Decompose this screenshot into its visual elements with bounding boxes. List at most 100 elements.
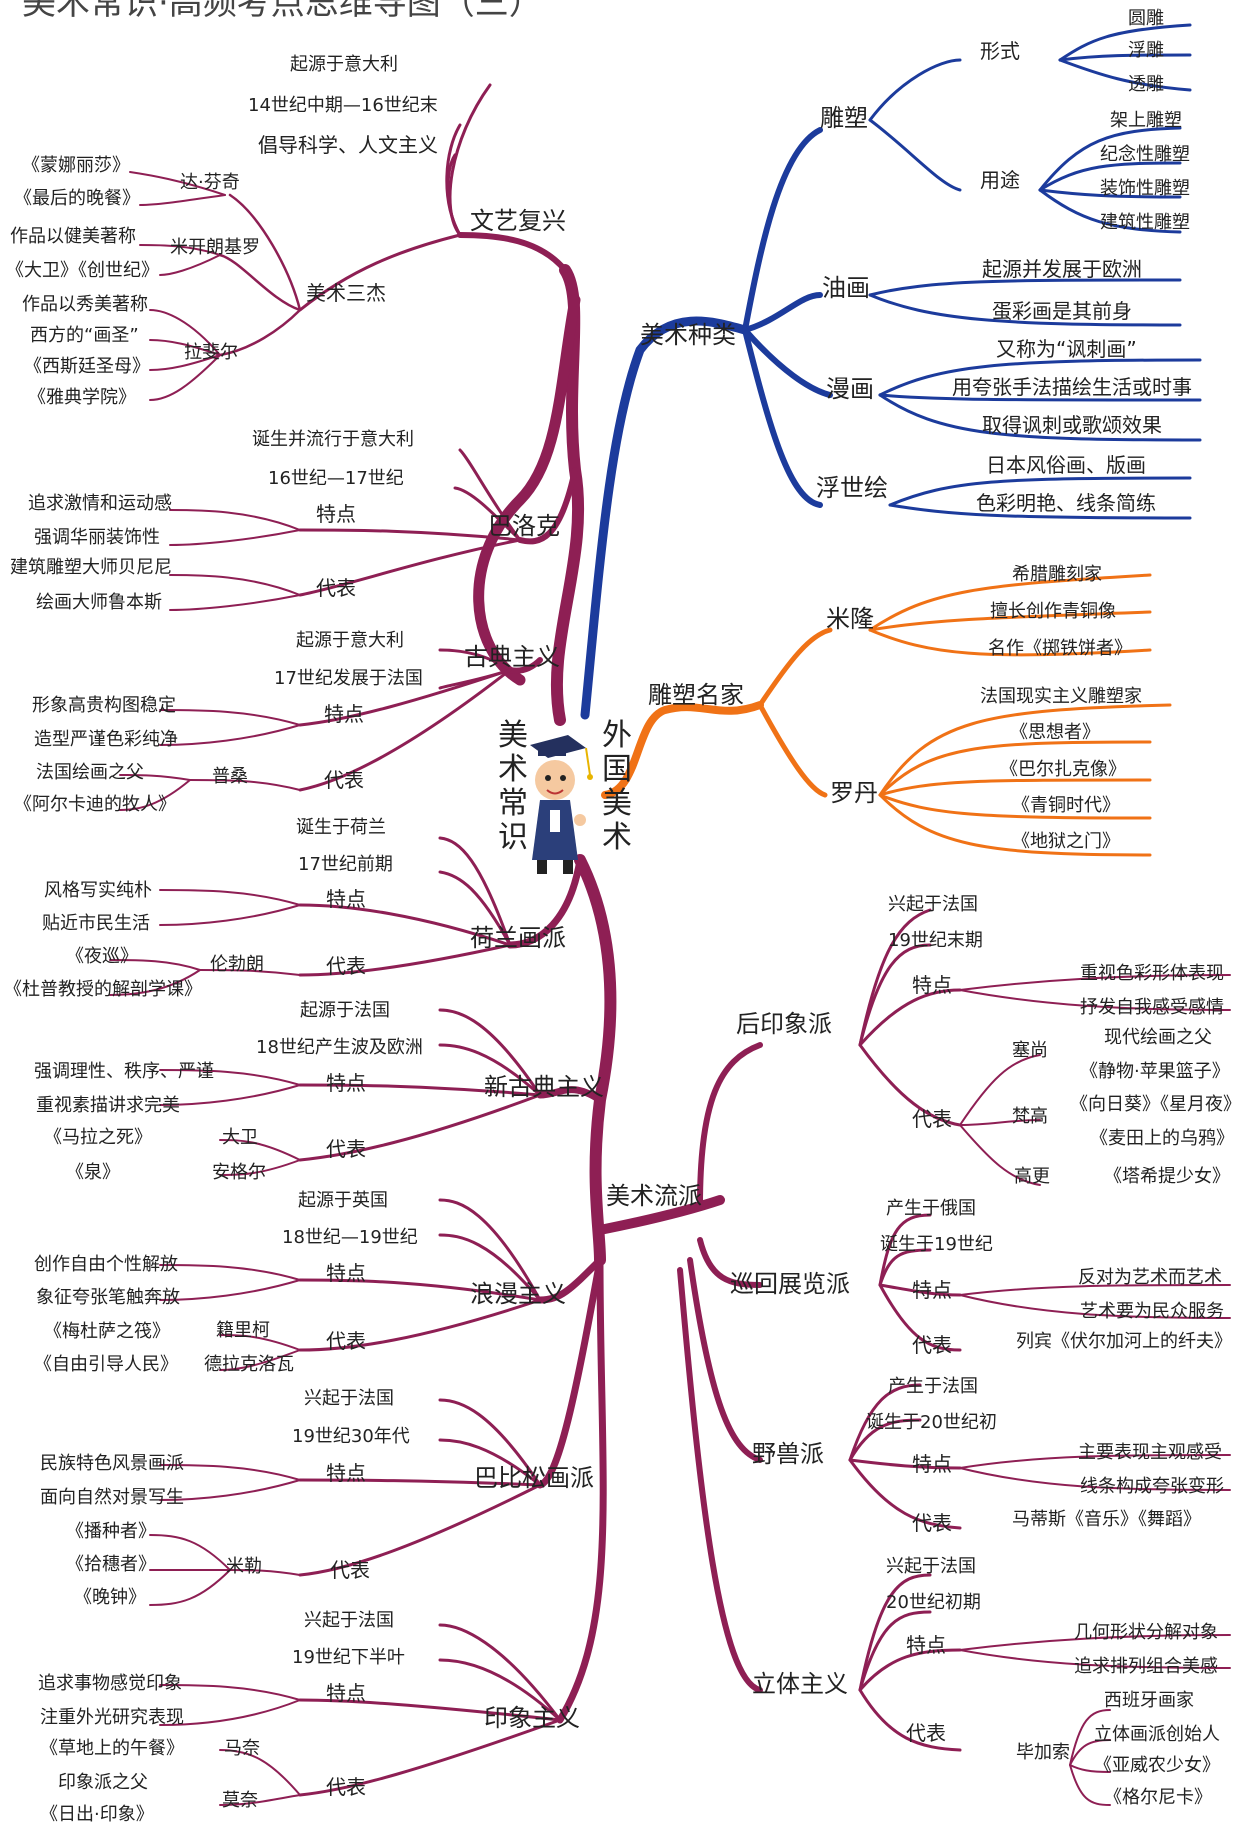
cubism-feat-2: 追求排列组合美感: [1074, 1656, 1218, 1677]
page-title: 美术常识·高频考点思维导图（三）: [22, 0, 543, 23]
labels-sculptors: 雕塑名家 米隆 希腊雕刻家 擅长创作青铜像 名作《掷铁饼者》 罗丹 法国现实主义…: [648, 564, 1142, 852]
davinci-work-1: 《蒙娜丽莎》: [22, 155, 130, 176]
barbizon-work-2: 《拾穗者》: [66, 1554, 156, 1575]
raphael-name: 拉斐尔: [184, 342, 238, 363]
node-classicism: 古典主义: [464, 643, 560, 671]
renaissance-group: 美术三杰: [306, 281, 386, 305]
ukiyo-item-2: 色彩明艳、线条简练: [976, 491, 1156, 515]
neoclassicism-feat-label: 特点: [326, 1071, 366, 1095]
romanticism-fact-2: 18世纪—19世纪: [282, 1227, 418, 1248]
manet-work-1: 《草地上的午餐》: [40, 1738, 184, 1759]
fauvism-feat-label: 特点: [912, 1452, 952, 1476]
node-oil: 油画: [822, 274, 870, 302]
baroque-rep-1: 建筑雕塑大师贝尼尼: [10, 557, 172, 578]
myron-item-1: 希腊雕刻家: [1012, 564, 1102, 585]
sculpture-use-3: 装饰性雕塑: [1100, 178, 1190, 199]
classicism-work-1: 法国绘画之父: [36, 762, 144, 783]
node-neoclassicism: 新古典主义: [484, 1073, 604, 1101]
neoclassicism-work-2: 《泉》: [66, 1162, 120, 1183]
romanticism-artist-2: 德拉克洛瓦: [204, 1354, 294, 1375]
node-cubism: 立体主义: [752, 1670, 848, 1698]
barbizon-work-1: 《播种者》: [66, 1521, 156, 1542]
sculpture-use-4: 建筑性雕塑: [1100, 212, 1190, 233]
davinci-name: 达·芬奇: [180, 172, 240, 193]
node-comic: 漫画: [826, 375, 874, 403]
comic-item-3: 取得讽刺或歌颂效果: [982, 413, 1162, 437]
node-dutch: 荷兰画派: [470, 924, 566, 952]
dutch-feat-label: 特点: [326, 887, 366, 911]
cezanne-work-2: 《静物·苹果篮子》: [1080, 1061, 1230, 1082]
neoclassicism-rep-label: 代表: [326, 1137, 366, 1161]
center-right-char-3: 美: [602, 786, 632, 821]
oil-item-1: 起源并发展于欧洲: [982, 257, 1142, 281]
sculpture-form-3: 透雕: [1128, 74, 1164, 95]
node-romanticism: 浪漫主义: [470, 1280, 566, 1308]
monet-work-2: 《日出·印象》: [40, 1804, 154, 1825]
wanderers-feat-1: 反对为艺术而艺术: [1078, 1267, 1222, 1288]
node-sculpture: 雕塑: [820, 104, 868, 132]
classicism-artist: 普桑: [212, 766, 248, 787]
post-feat-2: 抒发自我感受感情: [1080, 997, 1224, 1018]
oil-item-2: 蛋彩画是其前身: [992, 299, 1132, 323]
baroque-fact-2: 16世纪—17世纪: [268, 468, 404, 489]
romanticism-feat-label: 特点: [326, 1261, 366, 1285]
davinci-work-2: 《最后的晚餐》: [14, 188, 140, 209]
barbizon-fact-1: 兴起于法国: [304, 1388, 394, 1409]
post-rep-label: 代表: [912, 1107, 952, 1131]
center-node: 美 术 常 识 外 国 美 术: [498, 718, 642, 874]
cubism-feat-1: 几何形状分解对象: [1074, 1622, 1218, 1643]
impressionism-fact-1: 兴起于法国: [304, 1610, 394, 1631]
monet-name: 莫奈: [222, 1790, 258, 1811]
vangogh-work-2: 《麦田上的乌鸦》: [1090, 1128, 1234, 1149]
fauvism-feat-1: 主要表现主观感受: [1078, 1442, 1222, 1463]
dutch-feat-2: 贴近市民生活: [42, 913, 150, 934]
ukiyo-item-1: 日本风俗画、版画: [986, 453, 1146, 477]
romanticism-feat-2: 象征夸张笔触奔放: [36, 1287, 180, 1308]
impressionism-fact-2: 19世纪下半叶: [292, 1647, 405, 1668]
labels-left: 文艺复兴 起源于意大利 14世纪中期—16世纪末 倡导科学、人文主义 美术三杰 …: [4, 54, 604, 1825]
barbizon-fact-2: 19世纪30年代: [292, 1426, 410, 1447]
cubism-work-3: 《亚威农少女》: [1094, 1755, 1220, 1776]
node-sculptors: 雕塑名家: [648, 681, 744, 709]
vangogh-work-1: 《向日葵》《星月夜》: [1070, 1094, 1234, 1115]
fauvism-fact-2: 诞生于20世纪初: [866, 1412, 997, 1433]
renaissance-fact-2: 14世纪中期—16世纪末: [248, 95, 438, 116]
cubism-feat-label: 特点: [906, 1633, 946, 1657]
renaissance-fact-1: 起源于意大利: [290, 54, 398, 75]
center-left-char-1: 美: [498, 718, 528, 753]
classicism-feat-label: 特点: [324, 702, 364, 726]
sculptors-branch-lines: [601, 573, 1172, 857]
sculpture-form-label: 形式: [980, 39, 1020, 63]
cubism-fact-1: 兴起于法国: [886, 1556, 976, 1577]
barbizon-feat-1: 民族特色风景画派: [40, 1453, 184, 1474]
dutch-artist: 伦勃朗: [210, 954, 264, 975]
raphael-work-2: 西方的“画圣”: [30, 325, 139, 346]
dutch-rep-label: 代表: [326, 954, 366, 978]
left-branches-lines: [109, 83, 617, 1806]
myron-name: 米隆: [826, 605, 874, 633]
barbizon-feat-label: 特点: [326, 1461, 366, 1485]
neoclassicism-fact-1: 起源于法国: [300, 1000, 390, 1021]
fauvism-feat-2: 线条构成夸张变形: [1080, 1476, 1224, 1497]
romanticism-feat-1: 创作自由个性解放: [34, 1254, 178, 1275]
neoclassicism-fact-2: 18世纪产生波及欧洲: [256, 1037, 423, 1058]
cubism-artist: 毕加索: [1016, 1742, 1070, 1763]
impressionism-rep-label: 代表: [326, 1775, 366, 1799]
michelangelo-work-2: 《大卫》《创世纪》: [6, 260, 159, 281]
center-label-right: 外 国 美 术: [602, 718, 642, 855]
sculpture-form-2: 浮雕: [1128, 40, 1164, 61]
post-feat-label: 特点: [912, 973, 952, 997]
cubism-work-2: 立体画派创始人: [1094, 1724, 1220, 1745]
kinds-branch-lines: [580, 23, 1202, 720]
center-left-char-3: 常: [498, 786, 528, 821]
rodin-item-1: 法国现实主义雕塑家: [980, 686, 1142, 707]
node-baroque: 巴洛克: [488, 512, 560, 540]
dutch-work-1: 《夜巡》: [66, 946, 138, 967]
baroque-rep-2: 绘画大师鲁本斯: [36, 592, 162, 613]
rodin-item-3: 《巴尔扎克像》: [1000, 759, 1126, 780]
post-fact-2: 19世纪末期: [888, 930, 983, 951]
romanticism-artist-1: 籍里柯: [216, 1320, 270, 1341]
dutch-fact-1: 诞生于荷兰: [296, 817, 386, 838]
labels-kinds: 美术种类 雕塑 形式 圆雕 浮雕 透雕 用途 架上雕塑 纪念性雕塑 装饰性雕塑 …: [640, 8, 1192, 515]
